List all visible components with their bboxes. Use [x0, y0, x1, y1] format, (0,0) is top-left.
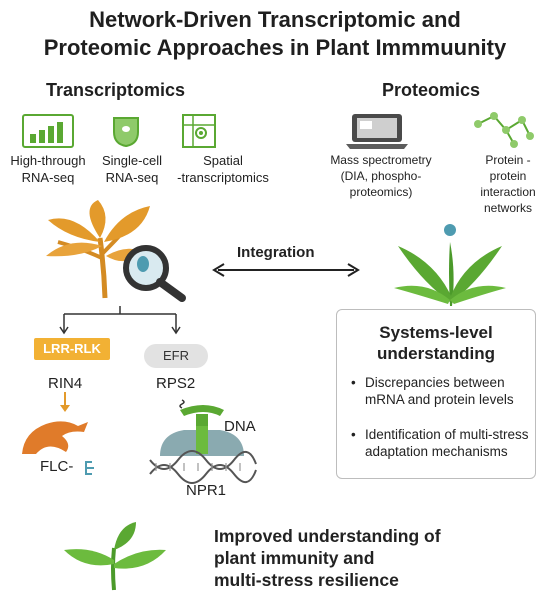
page-title-line-1: Network-Driven Transcriptomic and [89, 7, 461, 32]
transcriptomics-heading: Transcriptomics [46, 80, 186, 100]
dna-label: DNA [224, 418, 256, 435]
integration-label: Integration [237, 244, 315, 261]
bar-chart-icon [22, 114, 74, 148]
systems-bullet-1: Discrepancies between mRNA and protein l… [351, 374, 541, 408]
integration-arrow [212, 263, 360, 277]
page-title-line-2: Proteomic Approaches in Plant Immmuunity [43, 35, 507, 60]
spatial-grid-icon [182, 114, 216, 148]
flc-label: FLC- [40, 458, 74, 475]
network-icon [474, 112, 534, 148]
dna-helix-icon [149, 450, 257, 484]
laptop-icon [346, 114, 408, 149]
mass-spec-label: Mass spectrometry(DIA, phospho-proteomic… [330, 153, 432, 199]
receptor-complex-icon [160, 399, 244, 456]
npr1-label: NPR1 [186, 482, 227, 499]
rin4-arrow [60, 392, 70, 412]
lrr-rlk-box: LRR-RLK [34, 338, 110, 360]
flc-bracket-icon [85, 461, 94, 475]
rin4-label: RIN4 [48, 375, 83, 392]
systems-bullet-2: Identification of multi-stress adaptatio… [351, 426, 541, 460]
proteomics-heading: Proteomics [382, 80, 481, 100]
efr-pill: EFR [144, 344, 208, 368]
receptor-icon [22, 421, 88, 454]
cell-icon [113, 117, 139, 148]
conclusion-text: Improved understanding of plant immunity… [214, 526, 441, 590]
green-plant-icon [394, 224, 506, 306]
branch-connector [59, 306, 181, 335]
plant-magnifier-icon [46, 200, 186, 302]
spatial-label: Spatial-transcriptomics [177, 153, 269, 185]
rps2-label: RPS2 [156, 375, 196, 392]
seedling-icon [64, 522, 166, 591]
